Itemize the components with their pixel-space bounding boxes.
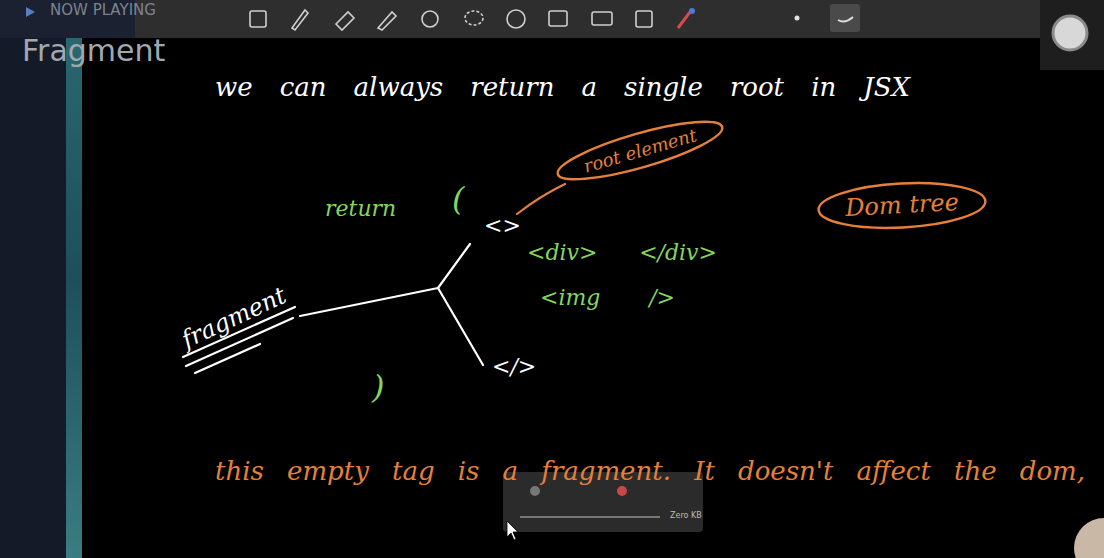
highlighter-icon xyxy=(378,12,396,30)
overlay-button xyxy=(530,486,540,496)
underline xyxy=(195,344,260,373)
shape-icon xyxy=(422,11,438,27)
toolbar-icons xyxy=(250,10,652,30)
ellipse-text: Dom tree xyxy=(845,188,960,223)
corner-panel xyxy=(1040,0,1104,70)
code-tag: <img /> xyxy=(540,285,675,311)
toolbar xyxy=(135,0,1040,38)
eraser-icon xyxy=(336,12,354,30)
tool-icon xyxy=(250,11,266,27)
note-text: this empty tag is a fragment. It doesn't… xyxy=(215,456,1085,487)
avatar xyxy=(1074,518,1104,558)
record-button xyxy=(1053,16,1087,50)
fragment-open-tag: <> xyxy=(484,213,521,239)
keyboard-icon xyxy=(592,12,612,25)
code-paren: ( xyxy=(452,180,464,218)
overlay-record xyxy=(617,486,627,496)
lasso-icon xyxy=(465,11,483,25)
star-icon xyxy=(507,10,525,28)
size-dot xyxy=(795,16,800,21)
ellipse-shape xyxy=(817,179,986,232)
image-icon xyxy=(549,11,567,26)
mouse-cursor xyxy=(507,521,518,540)
pen-icon xyxy=(292,10,308,30)
overlay-size: Zero KB xyxy=(670,511,702,521)
code-paren: ) xyxy=(372,368,384,406)
branch-line xyxy=(438,288,483,365)
ellipse-shape xyxy=(553,110,727,190)
play-icon xyxy=(26,7,35,17)
selected-tool xyxy=(830,4,860,32)
branch-line xyxy=(438,244,470,288)
code-tag: <div> </div> xyxy=(527,240,717,266)
annotation-ellipse: Dom tree xyxy=(816,177,988,233)
overlay-slider xyxy=(520,516,660,518)
note-heading: we can always return a single root in JS… xyxy=(215,72,910,103)
textbox-icon xyxy=(636,11,652,27)
leader-line xyxy=(517,184,565,214)
laser-dot xyxy=(689,8,695,14)
video-title: Fragment xyxy=(22,33,165,69)
annotation-ellipse: root element xyxy=(551,108,728,192)
stroke-sample xyxy=(838,17,853,21)
code-keyword: return xyxy=(325,196,396,222)
laser-pen-icon xyxy=(678,12,690,28)
fragment-close-tag: </> xyxy=(492,354,536,380)
side-panel xyxy=(0,0,66,558)
branch-line xyxy=(300,288,438,316)
wallpaper-strip xyxy=(66,0,82,558)
player-status: NOW PLAYING xyxy=(50,1,156,19)
